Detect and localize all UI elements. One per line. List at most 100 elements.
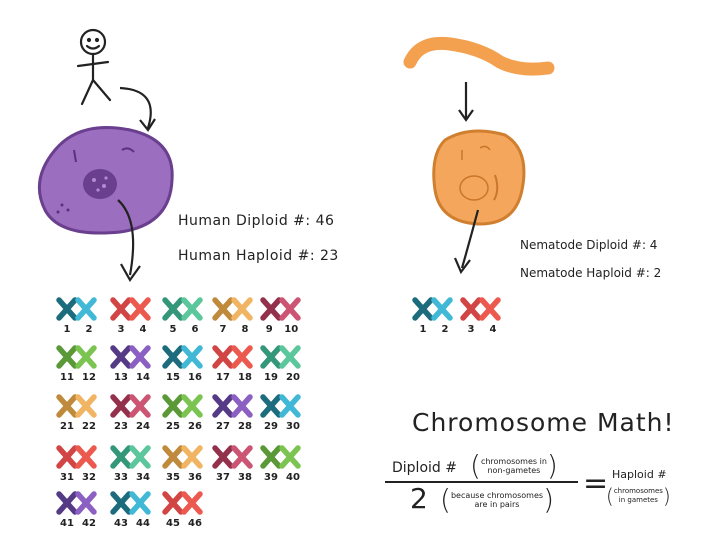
chromosome-dark	[56, 491, 78, 515]
chromosome-light	[231, 445, 253, 469]
chromosome-number: 44	[136, 518, 150, 529]
numerator: Diploid #	[392, 460, 457, 476]
chromosome-dark	[110, 394, 132, 418]
chromosome-dark	[260, 345, 282, 369]
chromosome-dark	[162, 297, 184, 321]
human-haploid-label: Human Haploid #: 23	[178, 248, 339, 264]
chromosome-number: 43	[114, 518, 128, 529]
denominator-note-line1: because chromosomes	[450, 491, 544, 500]
chromosome-number: 22	[82, 421, 96, 432]
chromosome-pair: 43 44	[110, 490, 154, 536]
chromosome-light	[231, 345, 253, 369]
chromosome-number: 31	[60, 472, 74, 483]
chromosome-number: 14	[136, 372, 150, 383]
chromosome-number: 15	[166, 372, 180, 383]
chromosome-light	[431, 297, 453, 321]
chromosome-pair: 29 30	[260, 393, 304, 439]
chromosome-number: 26	[188, 421, 202, 432]
chromosome-number: 1	[419, 324, 427, 335]
human-cell	[37, 126, 174, 235]
chromosome-dark	[260, 445, 282, 469]
chromosome-number: 25	[166, 421, 180, 432]
chromosome-number: 41	[60, 518, 74, 529]
chromosome-number: 5	[169, 324, 177, 335]
chromosome-number: 3	[117, 324, 125, 335]
denominator-note-line2: are in pairs	[474, 500, 520, 509]
chromosome-light	[181, 345, 203, 369]
chromosome-pair: 33 34	[110, 444, 154, 490]
chromosome-number: 20	[286, 372, 300, 383]
nematode-haploid-label: Nematode Haploid #: 2	[520, 266, 662, 280]
chromosome-number: 39	[264, 472, 278, 483]
chromosome-dark	[110, 345, 132, 369]
chromosome-light	[129, 394, 151, 418]
result-note-line1: chromosomes	[613, 487, 663, 495]
chromosome-number: 42	[82, 518, 96, 529]
chromosome-dark	[212, 345, 234, 369]
chromosome-number: 33	[114, 472, 128, 483]
chromosome-dark	[56, 345, 78, 369]
chromosome-number: 19	[264, 372, 278, 383]
nematode-cell	[432, 129, 526, 226]
math-title: Chromosome Math!	[412, 408, 675, 437]
chromosome-number: 4	[139, 324, 147, 335]
chromosome-dark	[260, 297, 282, 321]
chromosome-number: 4	[489, 324, 497, 335]
nematode-worm-icon	[403, 36, 555, 76]
chromosome-number: 30	[286, 421, 300, 432]
chromosome-number: 11	[60, 372, 74, 383]
chromosome-light	[181, 445, 203, 469]
chromosome-number: 17	[216, 372, 230, 383]
chromosome-number: 29	[264, 421, 278, 432]
nematode-diploid-label: Nematode Diploid #: 4	[520, 238, 658, 252]
chromosome-light	[75, 491, 97, 515]
chromosome-dark	[110, 491, 132, 515]
chromosome-number: 18	[238, 372, 252, 383]
chromosome-light	[231, 297, 253, 321]
chromosome-dark	[212, 445, 234, 469]
result-note-line2: in gametes	[618, 496, 658, 504]
chromosome-number: 3	[467, 324, 475, 335]
chromosome-light	[75, 445, 97, 469]
chromosome-dark	[260, 394, 282, 418]
arrow-human-to-cell	[119, 86, 152, 129]
chromosome-light	[75, 394, 97, 418]
chromosome-dark	[56, 445, 78, 469]
chromosome-dark	[460, 297, 482, 321]
result: Haploid #	[612, 468, 667, 481]
chromosome-light	[75, 345, 97, 369]
chromosome-dark	[212, 297, 234, 321]
chromosome-light	[279, 297, 301, 321]
arrow-cell-to-chromosomes	[117, 199, 135, 276]
chromosome-light	[181, 491, 203, 515]
chromosome-dark	[110, 445, 132, 469]
chromosome-number: 2	[85, 324, 93, 335]
chromosome-number: 24	[136, 421, 150, 432]
chromosome-number: 34	[136, 472, 150, 483]
chromosome-number: 28	[238, 421, 252, 432]
chromosome-light	[181, 297, 203, 321]
chromosome-light	[479, 297, 501, 321]
chromosome-light	[279, 394, 301, 418]
chromosome-number: 10	[284, 324, 299, 335]
chromosome-number: 38	[238, 472, 252, 483]
